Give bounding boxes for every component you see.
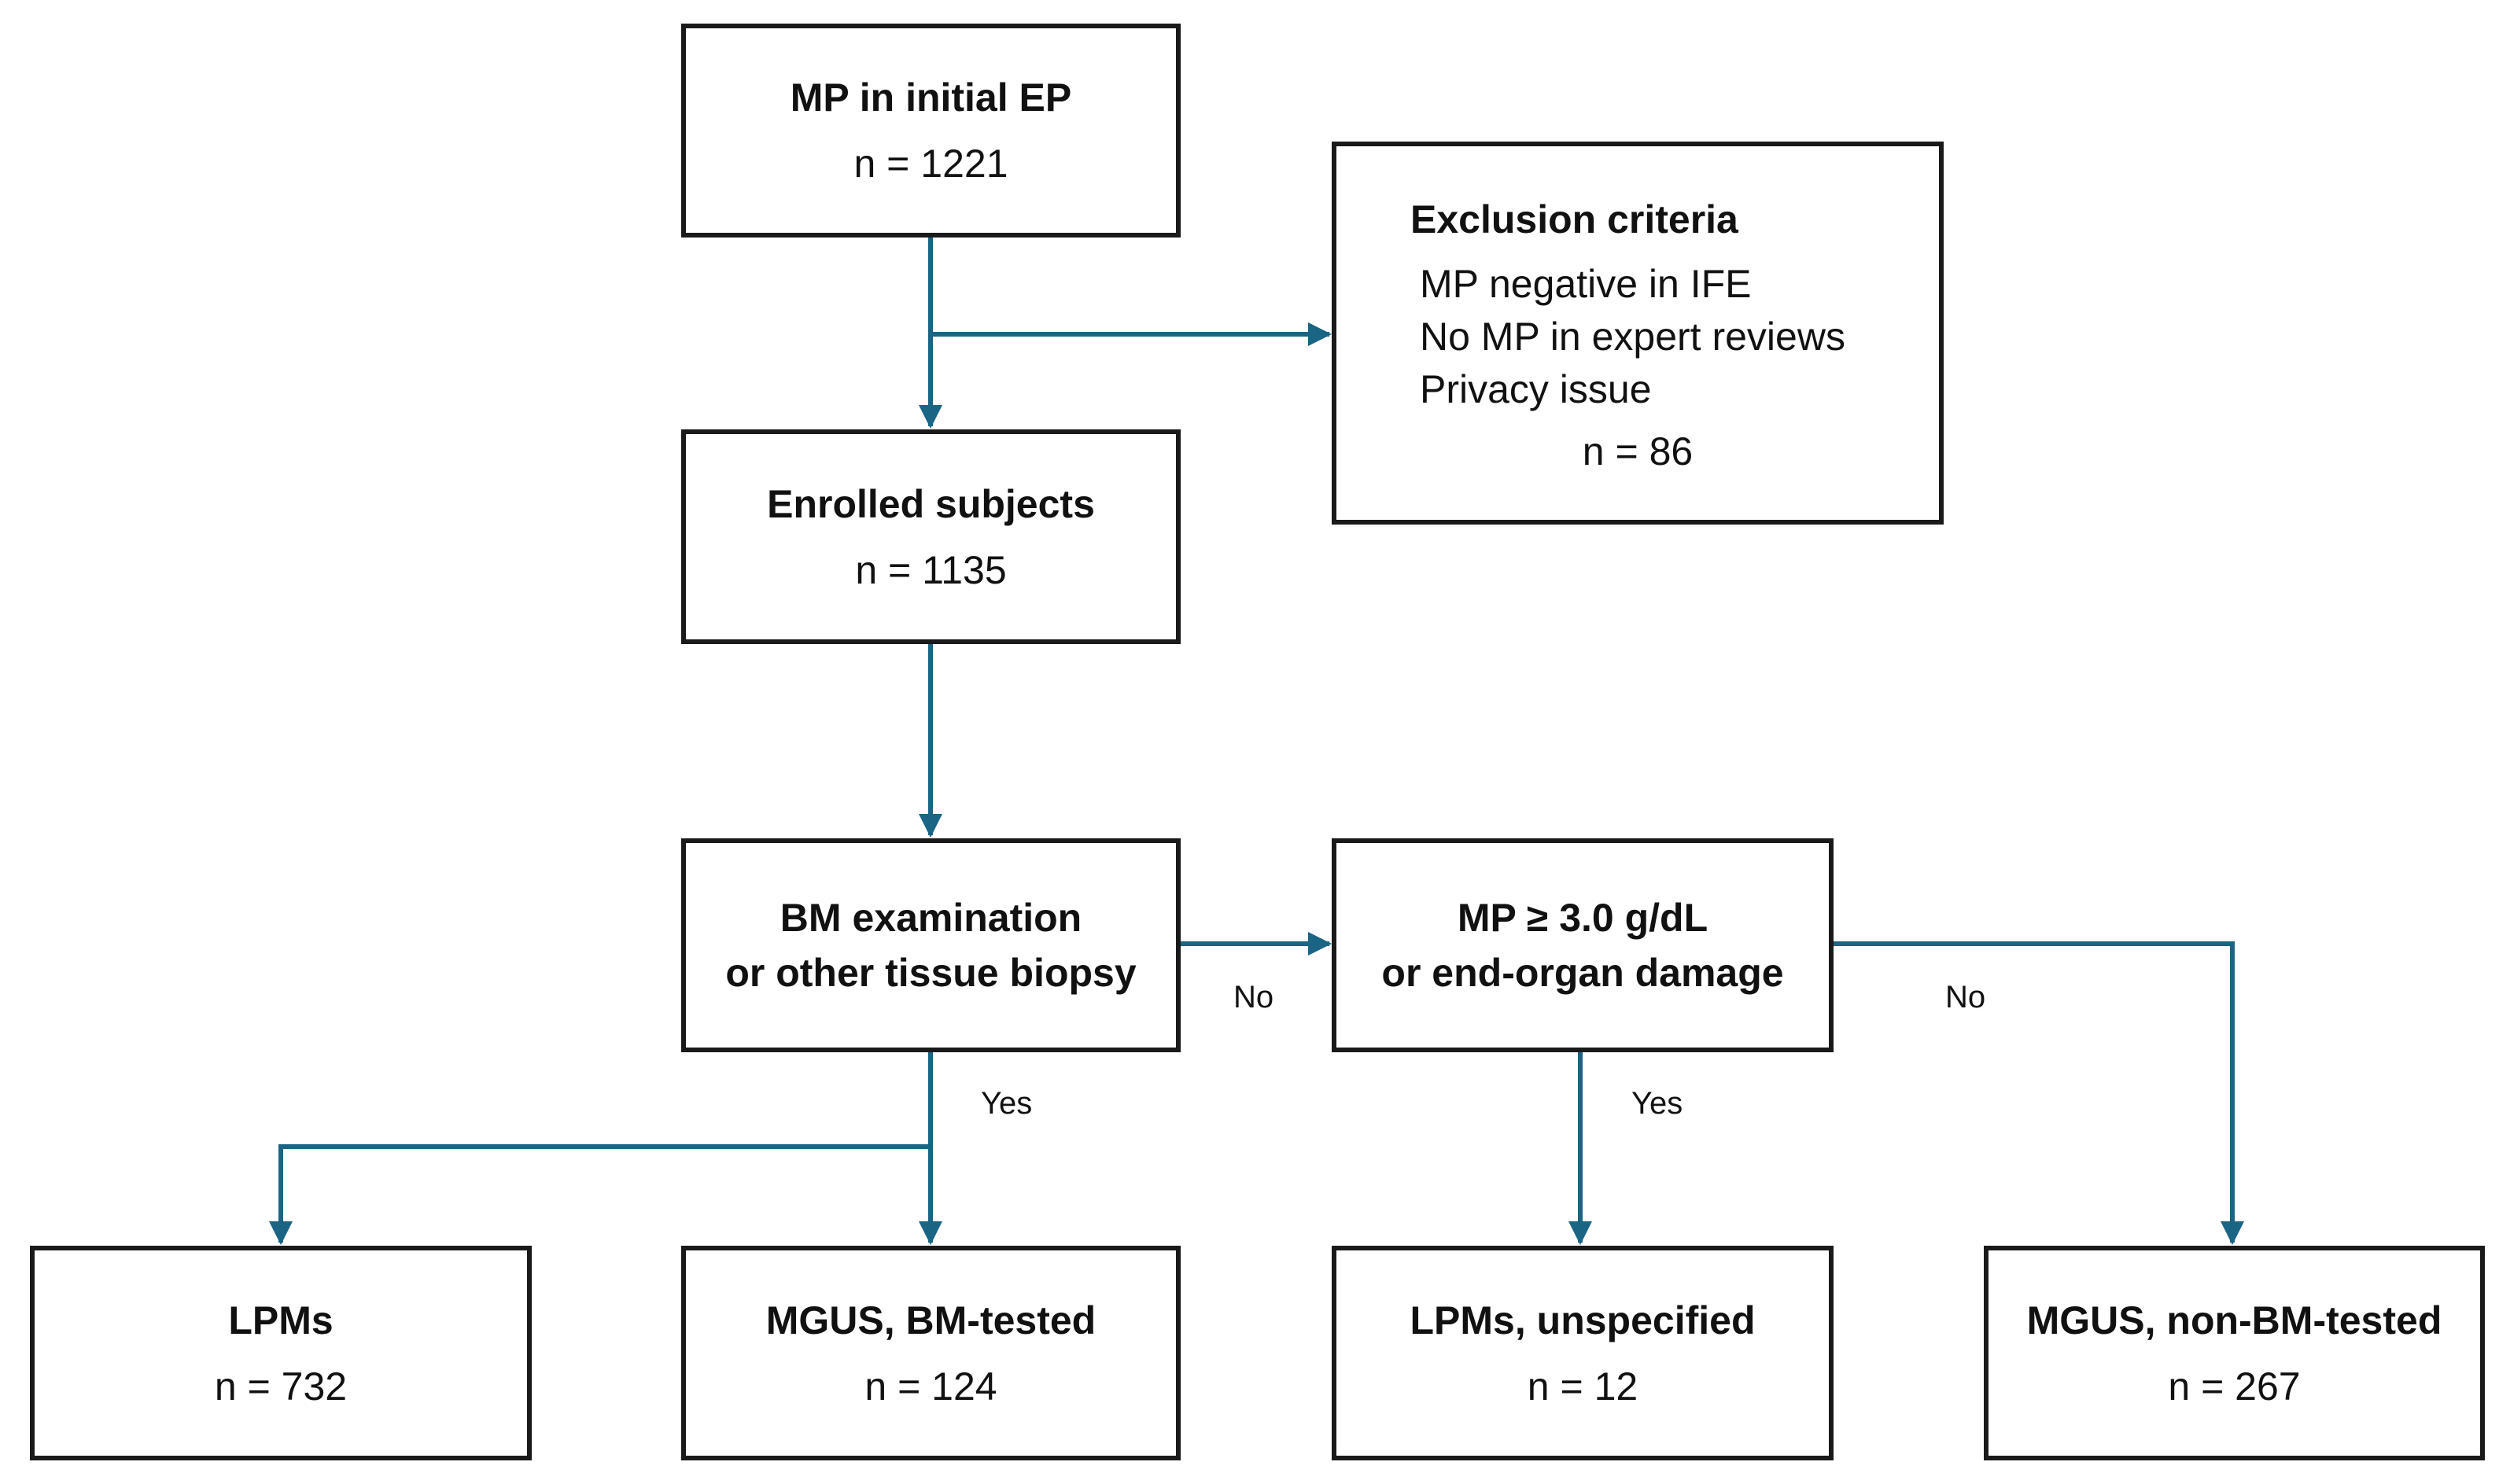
edge-label-bm-no: No <box>1233 980 1274 1014</box>
box-lpms-unspecified: LPMs, unspecified n = 12 <box>1332 1246 1834 1460</box>
enrolled-count: n = 1135 <box>855 547 1007 592</box>
exclusion-criterion: No MP in expert reviews <box>1420 315 1845 359</box>
initial-title: MP in initial EP <box>790 75 1072 120</box>
lpms-title: LPMs <box>228 1298 334 1342</box>
box-exclusion-criteria: Exclusion criteria MP negative in IFE No… <box>1332 142 1944 525</box>
edge-label-bm-yes: Yes <box>981 1086 1033 1121</box>
box-lpms: LPMs n = 732 <box>30 1246 532 1460</box>
initial-count: n = 1221 <box>853 142 1008 186</box>
mgus-bm-title: MGUS, BM-tested <box>765 1298 1097 1342</box>
exclusion-count: n = 86 <box>1582 429 1694 473</box>
box-bm-examination: BM examination or other tissue biopsy <box>681 838 1181 1052</box>
box-mgus-non-bm-tested: MGUS, non-BM-tested n = 267 <box>1984 1246 2485 1460</box>
mgus-bm-count: n = 124 <box>864 1364 997 1409</box>
mgus-non-bm-title: MGUS, non-BM-tested <box>2026 1298 2442 1342</box>
arrow-bm-yes-to-lpms <box>269 1144 931 1245</box>
exclusion-criterion: Privacy issue <box>1420 367 1652 411</box>
box-initial-ep: MP in initial EP n = 1221 <box>681 24 1181 238</box>
bm-title-line1: BM examination <box>780 896 1082 940</box>
box-mp-check: MP ≥ 3.0 g/dL or end-organ damage <box>1332 838 1834 1052</box>
edge-label-mp-yes: Yes <box>1631 1086 1683 1121</box>
enrolled-title: Enrolled subjects <box>767 481 1095 526</box>
exclusion-criterion: MP negative in IFE <box>1420 262 1752 306</box>
box-enrolled-subjects: Enrolled subjects n = 1135 <box>681 429 1181 644</box>
exclusion-title: Exclusion criteria <box>1410 197 1738 241</box>
edge-label-mp-no: No <box>1945 980 1986 1014</box>
lpms-unspecified-count: n = 12 <box>1527 1364 1638 1409</box>
box-mgus-bm-tested: MGUS, BM-tested n = 124 <box>681 1246 1181 1460</box>
lpms-unspecified-title: LPMs, unspecified <box>1410 1298 1756 1342</box>
mp-title-line1: MP ≥ 3.0 g/dL <box>1457 896 1708 940</box>
mp-title-line2: or end-organ damage <box>1381 951 1784 995</box>
arrow-mp-no-to-mgus-non-bm <box>1831 941 2244 1245</box>
lpms-count: n = 732 <box>214 1364 348 1409</box>
bm-title-line2: or other tissue biopsy <box>725 951 1137 995</box>
mgus-non-bm-count: n = 267 <box>2168 1364 2301 1409</box>
